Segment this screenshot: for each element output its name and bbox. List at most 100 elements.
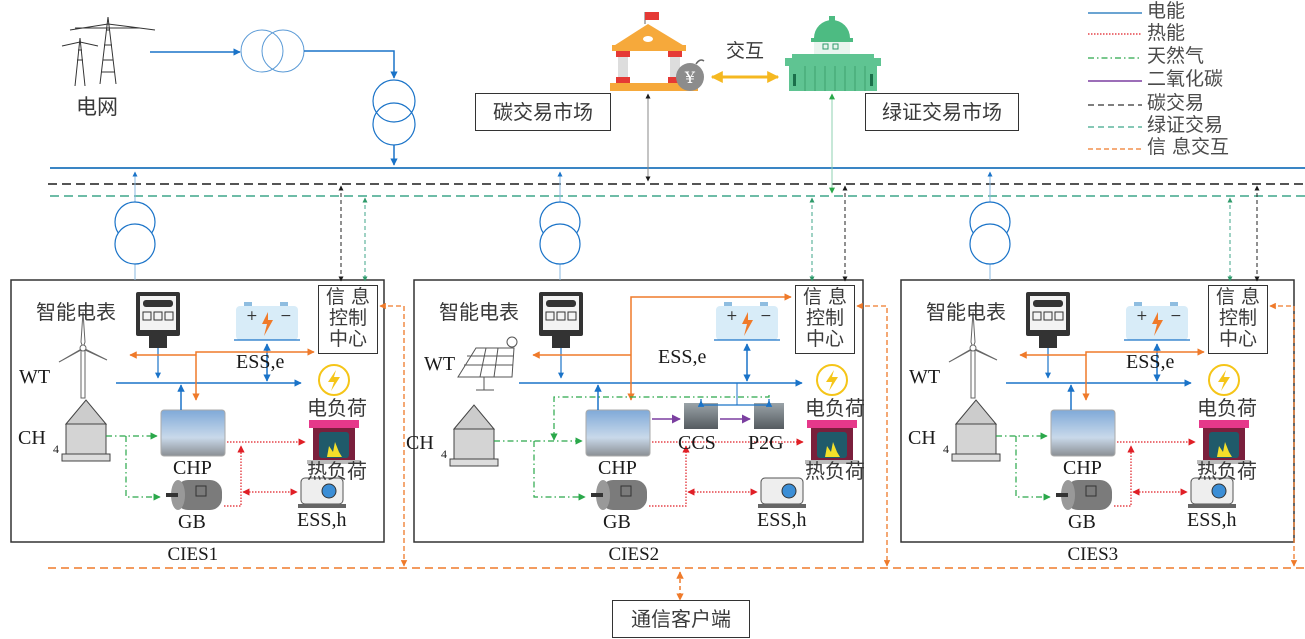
svg-text:+: + [1136, 308, 1148, 324]
legend-item-gas: 天然气 [1147, 45, 1205, 67]
ch4-label: CH [18, 427, 46, 449]
info-center-text: 信 息 [1215, 286, 1261, 308]
ch4-subscript: 4 [943, 442, 949, 456]
info-control-center[interactable]: 信 息控制中心 [318, 285, 378, 354]
legend-item-green-cert-trade: 绿证交易 [1147, 114, 1224, 136]
heat-load-fireplace-icon [307, 420, 361, 464]
cies-label: CIES3 [1067, 544, 1119, 565]
ch4-subscript: 4 [53, 442, 59, 456]
interaction-label: 交互 [726, 40, 765, 62]
wind-turbine-icon [948, 311, 998, 399]
cies-panel-1: +− [10, 171, 408, 567]
info-center-text: 控制 [1218, 307, 1257, 329]
info-link [1269, 302, 1298, 567]
ch4-subscript: 4 [441, 447, 447, 461]
transformer-icon [114, 201, 156, 265]
communication-client-box[interactable]: 通信客户端 [612, 600, 750, 638]
solar-panel-icon [457, 336, 518, 391]
yuan-symbol: ¥ [684, 68, 696, 87]
chp-icon [160, 409, 226, 457]
gas-boiler-icon [1056, 480, 1112, 510]
green-cert-market-building-icon [785, 16, 881, 91]
battery-storage-icon: +− [1124, 302, 1190, 341]
smart-meter-icon [539, 292, 583, 348]
heat-load-fireplace-icon [805, 420, 859, 464]
ess-e-label: ESS,e [1126, 351, 1175, 373]
legend-item-heat: 热能 [1147, 22, 1186, 44]
transformer-link [304, 50, 398, 79]
legend-item-carbon-trade: 碳交易 [1147, 92, 1205, 114]
smart-meter-icon [136, 292, 180, 348]
heat-load-label: 热负荷 [1197, 459, 1257, 483]
svg-text:−: − [280, 308, 292, 324]
lightning-icon [1218, 370, 1230, 391]
p2g-icon [754, 403, 784, 429]
gas-tank-icon [449, 404, 499, 467]
chp-icon [1050, 409, 1116, 457]
info-center-text: 信 息 [325, 286, 371, 308]
power-grid-tower-icon [61, 16, 156, 87]
gas-to-gb [533, 441, 586, 501]
ess-h-label: ESS,h [757, 509, 807, 531]
info-link [856, 302, 891, 567]
lightning-icon [328, 370, 340, 391]
chp-label: CHP [1063, 457, 1102, 479]
green-cert-market-box[interactable]: 绿证交易市场 [865, 93, 1019, 131]
info-link [379, 302, 408, 567]
electric-load-label: 电负荷 [1197, 396, 1257, 420]
gb-label: GB [178, 511, 206, 533]
grid-label: 电网 [76, 95, 118, 119]
carbon-market-box[interactable]: 碳交易市场 [475, 93, 611, 131]
gb-label: GB [1068, 511, 1096, 533]
legend-swatches [1088, 12, 1142, 150]
cies-panel-2: +− [413, 171, 891, 567]
gas-boiler-icon [166, 480, 222, 510]
gas-tank-icon [951, 399, 1001, 462]
lightning-icon [826, 370, 838, 391]
gb-heat-out [649, 445, 690, 507]
heat-load-fireplace-icon [1197, 420, 1251, 464]
carbon-market-building-icon [610, 12, 705, 91]
info-line-chp [1082, 348, 1205, 401]
info-center-text: 中心 [328, 328, 367, 350]
ch4-label: CH [406, 432, 434, 454]
p2g-gas-return [550, 395, 770, 441]
gas-to-gb [1015, 436, 1051, 501]
info-center-text: 控制 [328, 307, 367, 329]
ess-e-label: ESS,e [658, 346, 707, 368]
heat-storage-icon [1188, 477, 1236, 508]
heat-storage-icon [758, 477, 806, 508]
wt-label: WT [424, 353, 456, 375]
wind-turbine-icon [58, 311, 108, 399]
smart-meter-label: 智能电表 [926, 300, 1006, 324]
ess-h-label: ESS,h [1187, 509, 1237, 531]
smart-meter-label: 智能电表 [439, 300, 519, 324]
svg-text:−: − [1170, 308, 1182, 324]
info-center-text: 信 息 [802, 286, 848, 308]
ccs-label: CCS [678, 432, 716, 454]
svg-text:−: − [760, 308, 772, 324]
battery-storage-icon: +− [714, 302, 780, 341]
heat-storage-icon [298, 477, 346, 508]
ess-e-label: ESS,e [236, 351, 285, 373]
battery-storage-icon: +− [234, 302, 300, 341]
wt-label: WT [909, 366, 941, 388]
cies-panel-3: +− [900, 171, 1298, 567]
ess-h-label: ESS,h [297, 509, 347, 531]
gb-label: GB [603, 511, 631, 533]
transformer-icon [372, 79, 416, 146]
chp-icon [585, 409, 651, 457]
info-control-center[interactable]: 信 息控制中心 [795, 285, 855, 354]
p2g-label: P2G [748, 432, 784, 454]
svg-text:+: + [246, 308, 258, 324]
info-control-center[interactable]: 信 息控制中心 [1208, 285, 1268, 354]
legend-item-electric: 电能 [1147, 0, 1186, 22]
info-center-text: 控制 [805, 307, 844, 329]
ch4-label: CH [908, 427, 936, 449]
info-line-chp [627, 293, 792, 401]
gas-boiler-icon [591, 480, 647, 510]
smart-meter-icon [1026, 292, 1070, 348]
gb-heat-out [1114, 445, 1135, 507]
electric-load-label: 电负荷 [805, 396, 865, 420]
legend-item-co2: 二氧化碳 [1147, 68, 1224, 90]
